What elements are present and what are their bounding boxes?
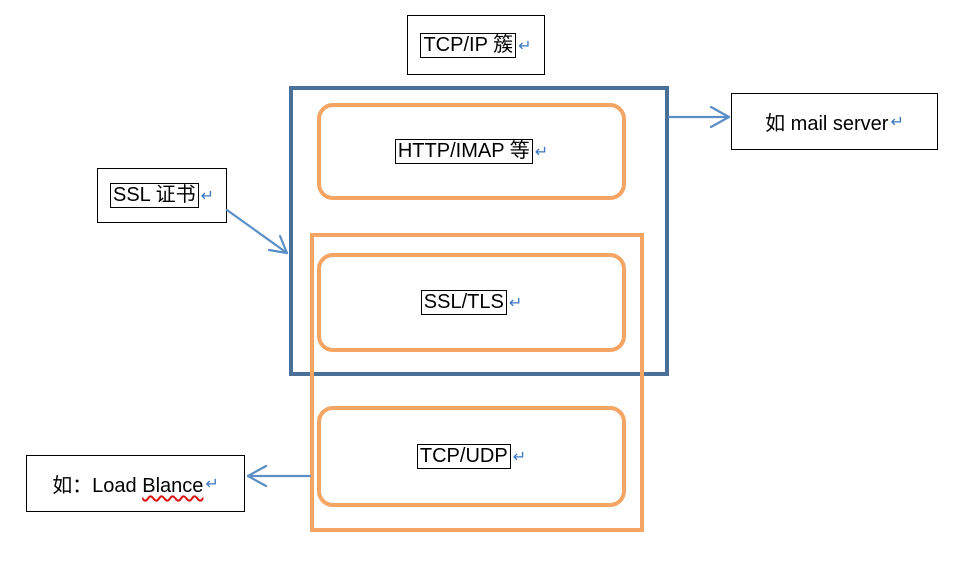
- ssl-cert-box: SSL 证书↵: [97, 168, 227, 223]
- return-mark-icon: ↵: [518, 35, 532, 55]
- http-imap-label: HTTP/IMAP 等: [394, 139, 533, 164]
- tcp-udp-label: TCP/UDP: [416, 444, 511, 469]
- return-mark-icon: ↵: [205, 474, 219, 493]
- arrowhead-ssl-cert: [267, 234, 289, 255]
- ssl-tls-label: SSL/TLS: [420, 290, 507, 315]
- return-mark-icon: ↵: [508, 293, 523, 312]
- http-imap-layer: HTTP/IMAP 等↵: [317, 103, 626, 200]
- tcp-udp-layer: TCP/UDP↵: [317, 406, 626, 507]
- return-mark-icon: ↵: [200, 186, 215, 205]
- title-label: TCP/IP 簇: [420, 32, 517, 58]
- transport-container: [310, 233, 644, 532]
- arrowhead-load-balance: [246, 464, 268, 488]
- ssl-cert-label: SSL 证书: [109, 183, 199, 208]
- load-balance-label: 如：Load Blance: [52, 475, 204, 497]
- return-mark-icon: ↵: [534, 142, 549, 161]
- arrowhead-mail-server: [709, 105, 731, 129]
- return-mark-icon: ↵: [512, 447, 527, 466]
- mail-server-label: 如 mail server: [765, 113, 889, 135]
- mail-server-box: 如 mail server↵: [731, 93, 938, 150]
- arrow-from-ssl-cert: [225, 208, 289, 255]
- return-mark-icon: ↵: [890, 112, 904, 131]
- ssl-tls-layer: SSL/TLS↵: [317, 253, 626, 352]
- load-balance-box: 如：Load Blance↵: [26, 455, 245, 512]
- application-container: [289, 86, 669, 376]
- title-box: TCP/IP 簇↵: [407, 15, 545, 75]
- misspelled-word: Blance: [142, 475, 204, 497]
